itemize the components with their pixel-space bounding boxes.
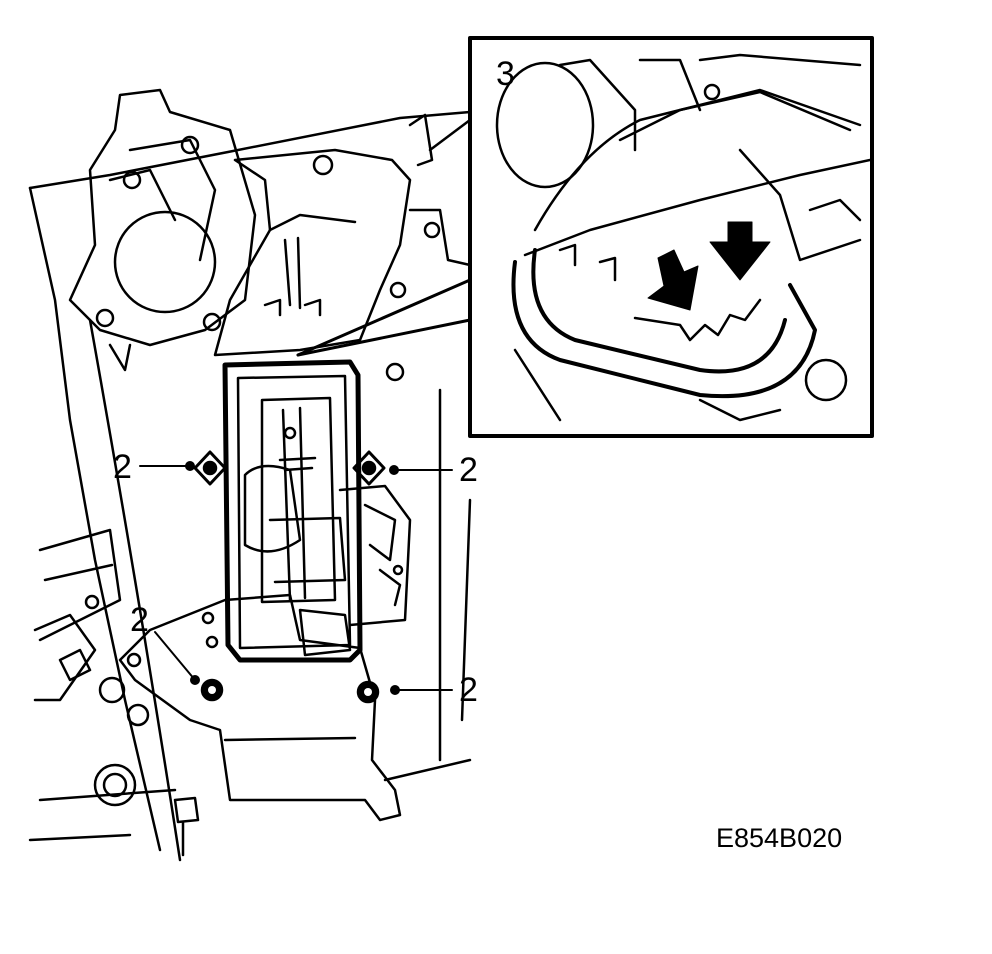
callout-label-2-lower-left: 2 xyxy=(130,601,149,639)
inset-connector xyxy=(296,278,472,357)
upper-cover xyxy=(213,113,441,382)
leader-lines xyxy=(139,461,453,695)
callout-label-3: 3 xyxy=(496,55,515,93)
screw-upper-right xyxy=(352,450,386,486)
screws xyxy=(193,450,386,704)
callout-label-2-upper-left: 2 xyxy=(113,448,132,486)
lower-housing xyxy=(118,593,402,857)
detail-inset xyxy=(468,36,874,438)
callout-label-2-upper-right: 2 xyxy=(459,451,478,489)
callout-label-2-lower-right: 2 xyxy=(459,671,478,709)
actuator-motor xyxy=(68,88,257,372)
background-structure xyxy=(28,110,472,862)
side-bracket xyxy=(338,484,412,627)
down-arrow-icon xyxy=(647,221,771,311)
figure-code: E854B020 xyxy=(716,823,843,853)
screw-upper-left xyxy=(193,450,227,486)
